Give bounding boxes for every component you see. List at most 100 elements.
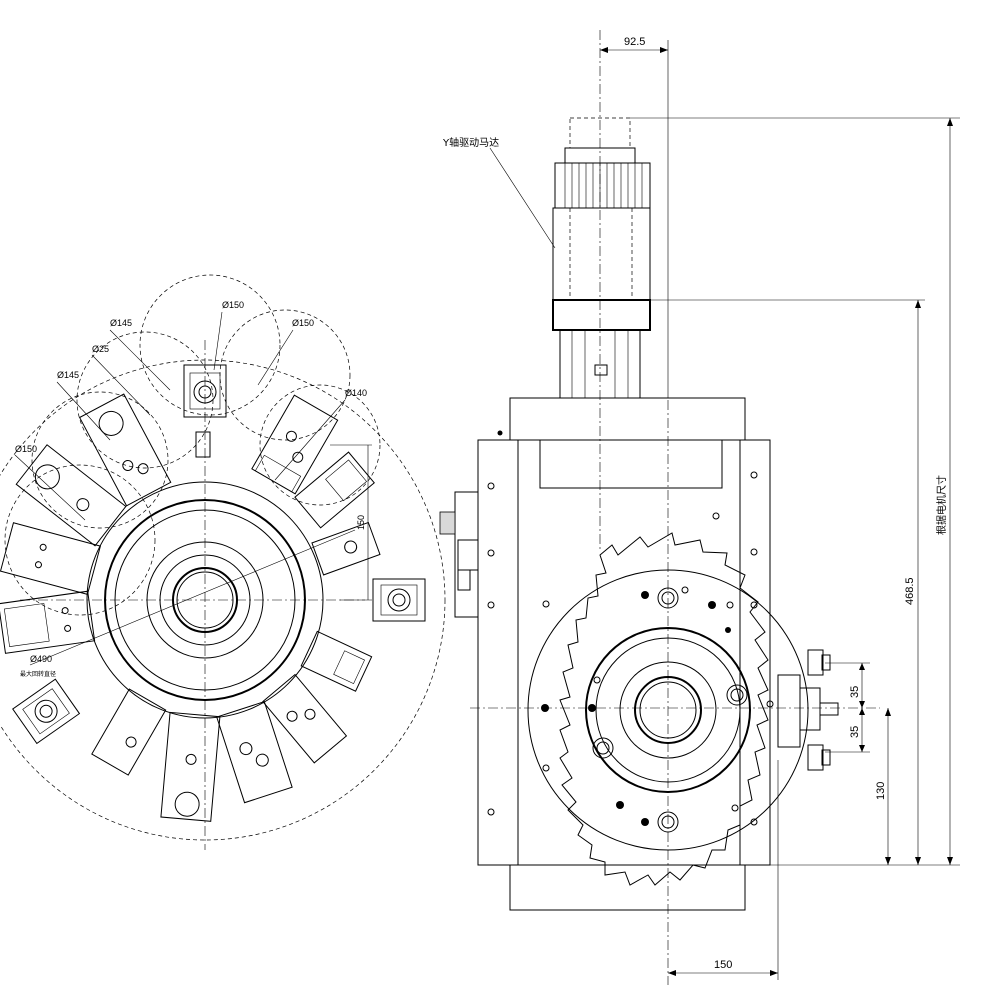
tool-bolt <box>137 463 149 475</box>
face-holes <box>588 586 748 833</box>
tool-holder-inner <box>380 584 418 616</box>
side-tool-cap <box>821 654 831 671</box>
tool-bolt <box>344 540 358 554</box>
turret-notched-ring <box>559 532 769 886</box>
tool-bolt <box>122 459 134 471</box>
label-dim-468-5: 468.5 <box>904 577 916 605</box>
leader-line <box>56 381 111 441</box>
tool-bolt <box>239 742 253 756</box>
motor-body <box>552 207 651 301</box>
side-tool-block <box>799 687 821 731</box>
tool-holder <box>294 451 375 529</box>
leader-line <box>91 354 151 416</box>
tool-bolt <box>255 753 269 767</box>
label-d140: Ø140 <box>345 388 367 398</box>
tool-holder-inner <box>189 372 221 410</box>
tool-spindle <box>98 410 124 436</box>
tool-holder <box>311 521 381 576</box>
tool-spindle <box>174 791 200 817</box>
tool-holder <box>300 630 373 692</box>
label-dim-35-lower: 35 <box>849 726 861 738</box>
coupling-key <box>594 364 608 376</box>
label-dim-150-bottom: 150 <box>714 959 732 971</box>
tool-bolt <box>292 451 304 463</box>
label-d25: Ø25 <box>92 344 109 354</box>
tool-bolt <box>286 710 298 722</box>
tool-bolt <box>285 430 297 442</box>
leader-line <box>489 147 556 249</box>
turret-side-view: 92.5 Y轴驱动马达 468.5 根据电机尺寸 35 35 130 150 <box>439 30 960 985</box>
label-d145-left: Ø145 <box>57 370 79 380</box>
tool-clamp <box>333 650 365 685</box>
label-d490: Ø490 <box>30 654 52 664</box>
tool-holder <box>372 578 426 622</box>
leader-line <box>257 329 294 386</box>
tool-sweep-circle <box>219 309 351 441</box>
tool-sweep-circle <box>259 384 381 506</box>
motor-flange <box>552 299 651 331</box>
tool-mount <box>195 431 211 458</box>
housing-bolts <box>487 430 774 826</box>
label-d145-upper: Ø145 <box>110 318 132 328</box>
leader-line <box>274 399 346 481</box>
side-tool-holder <box>777 674 801 748</box>
tool-sweep-circle <box>31 391 169 529</box>
housing-top <box>509 397 746 441</box>
housing-side-right <box>739 439 771 866</box>
tool-holder <box>216 701 293 804</box>
tool-holder <box>15 444 127 547</box>
tool-holder <box>262 673 348 764</box>
tool-bolt <box>34 561 42 569</box>
tool-holder <box>160 711 221 822</box>
tool-holder <box>251 394 339 495</box>
tool-bolt <box>39 543 47 551</box>
label-dim-35-upper: 35 <box>849 686 861 698</box>
tool-holders <box>0 364 426 822</box>
side-clamp-block <box>457 569 471 591</box>
label-d150-left: Ø150 <box>15 444 37 454</box>
tool-holder <box>183 364 227 418</box>
tool-spindle-inner <box>198 385 212 399</box>
leader-line <box>29 529 356 666</box>
housing-bottom <box>509 864 746 911</box>
tool-holder-inner <box>22 688 70 735</box>
housing-side-left <box>477 439 519 866</box>
label-dim-92-5: 92.5 <box>624 36 645 48</box>
side-clamp-block <box>457 539 479 571</box>
tool-holder <box>0 590 96 654</box>
tool-sweep-circle <box>4 464 156 616</box>
tool-clamp <box>254 454 302 493</box>
motor-body-upper <box>554 162 651 209</box>
side-tool-lower <box>807 744 824 771</box>
tool-spindle <box>34 699 58 723</box>
label-d490-note: 最大回转直径 <box>20 670 56 678</box>
leader-line <box>109 329 171 391</box>
tool-clamp <box>3 603 50 647</box>
side-tool-cap <box>821 749 831 766</box>
label-d150-right: Ø150 <box>292 318 314 328</box>
tool-bolt <box>304 708 316 720</box>
tool-spindle <box>193 380 217 404</box>
leader-line <box>14 454 86 521</box>
label-dim-130: 130 <box>875 782 887 800</box>
tool-bolt <box>76 498 90 512</box>
tool-holder <box>12 678 81 745</box>
tool-holder <box>91 688 167 776</box>
tool-bolt <box>185 753 197 765</box>
tool-spindle-inner <box>39 704 53 718</box>
tool-spindle <box>34 464 60 490</box>
label-d150-top: Ø150 <box>222 300 244 310</box>
tool-clamp <box>325 459 367 502</box>
tool-spindle-inner <box>392 593 406 607</box>
tool-bolt <box>64 624 72 632</box>
label-dim-150: 150 <box>356 515 366 530</box>
tool-bolt <box>125 736 137 748</box>
turret-front-view: Ø150 Ø150 Ø145 Ø25 Ø145 Ø150 Ø140 150 Ø4… <box>0 274 446 850</box>
tool-sweep-circle <box>139 274 281 416</box>
side-tool-shank <box>819 702 839 716</box>
tool-spindle <box>387 588 411 612</box>
tool-bolt <box>61 607 69 615</box>
side-clamp-bolt <box>439 511 456 535</box>
side-tool-upper <box>807 649 824 676</box>
housing-top-notch <box>539 440 723 489</box>
